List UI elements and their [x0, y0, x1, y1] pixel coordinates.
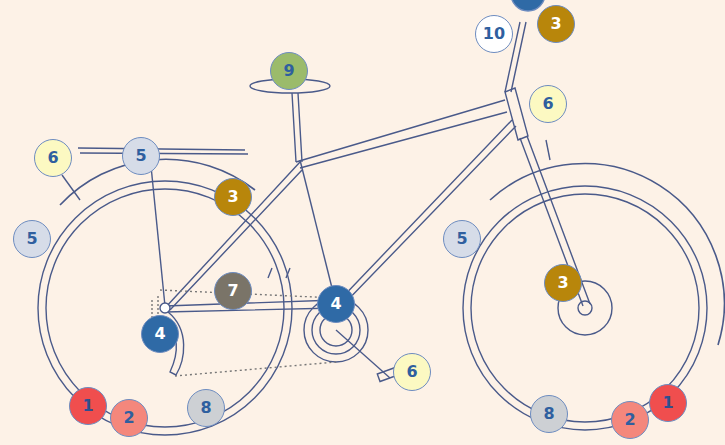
- callout-number: 4: [330, 296, 341, 312]
- callout-number: 6: [542, 96, 553, 112]
- callout-circle: 3: [214, 178, 252, 216]
- callout-circle: 6: [529, 85, 567, 123]
- callout-number: 3: [550, 16, 561, 32]
- callout-number: 8: [543, 406, 554, 422]
- callout-circle: 2: [110, 399, 148, 437]
- callout-circle: 5: [13, 220, 51, 258]
- callout-number: 5: [26, 231, 37, 247]
- callout-circle: 4: [317, 285, 355, 323]
- callout-circle: 3: [544, 264, 582, 302]
- callout-circle: 8: [530, 395, 568, 433]
- callout-circle: 7: [214, 272, 252, 310]
- callout-number: 9: [283, 63, 294, 79]
- callout-circle: 2: [611, 401, 649, 439]
- callout-number: 1: [82, 398, 93, 414]
- callout-circle: 1: [69, 387, 107, 425]
- callout-circle: 5: [122, 137, 160, 175]
- callout-number: 2: [123, 410, 134, 426]
- callout-circle: 5: [443, 220, 481, 258]
- callout-number: 3: [557, 275, 568, 291]
- callout-circle: 10: [475, 15, 513, 53]
- callout-number: 5: [456, 231, 467, 247]
- callout-circle: 1: [649, 384, 687, 422]
- callout-circle: 4: [141, 315, 179, 353]
- callout-number: 6: [47, 150, 58, 166]
- callout-number: 3: [227, 189, 238, 205]
- callout-number: 10: [483, 26, 505, 42]
- callout-number: 1: [662, 395, 673, 411]
- callout-number: 7: [227, 283, 238, 299]
- callout-number: 5: [135, 148, 146, 164]
- callout-number: 8: [200, 400, 211, 416]
- callout-circle: 6: [393, 353, 431, 391]
- callout-circle: 9: [270, 52, 308, 90]
- callout-number: 4: [154, 326, 165, 342]
- callout-circle: 8: [187, 389, 225, 427]
- callout-number: 2: [624, 412, 635, 428]
- callout-circle: 3: [537, 5, 575, 43]
- callout-number: 6: [406, 364, 417, 380]
- callout-circle: 6: [34, 139, 72, 177]
